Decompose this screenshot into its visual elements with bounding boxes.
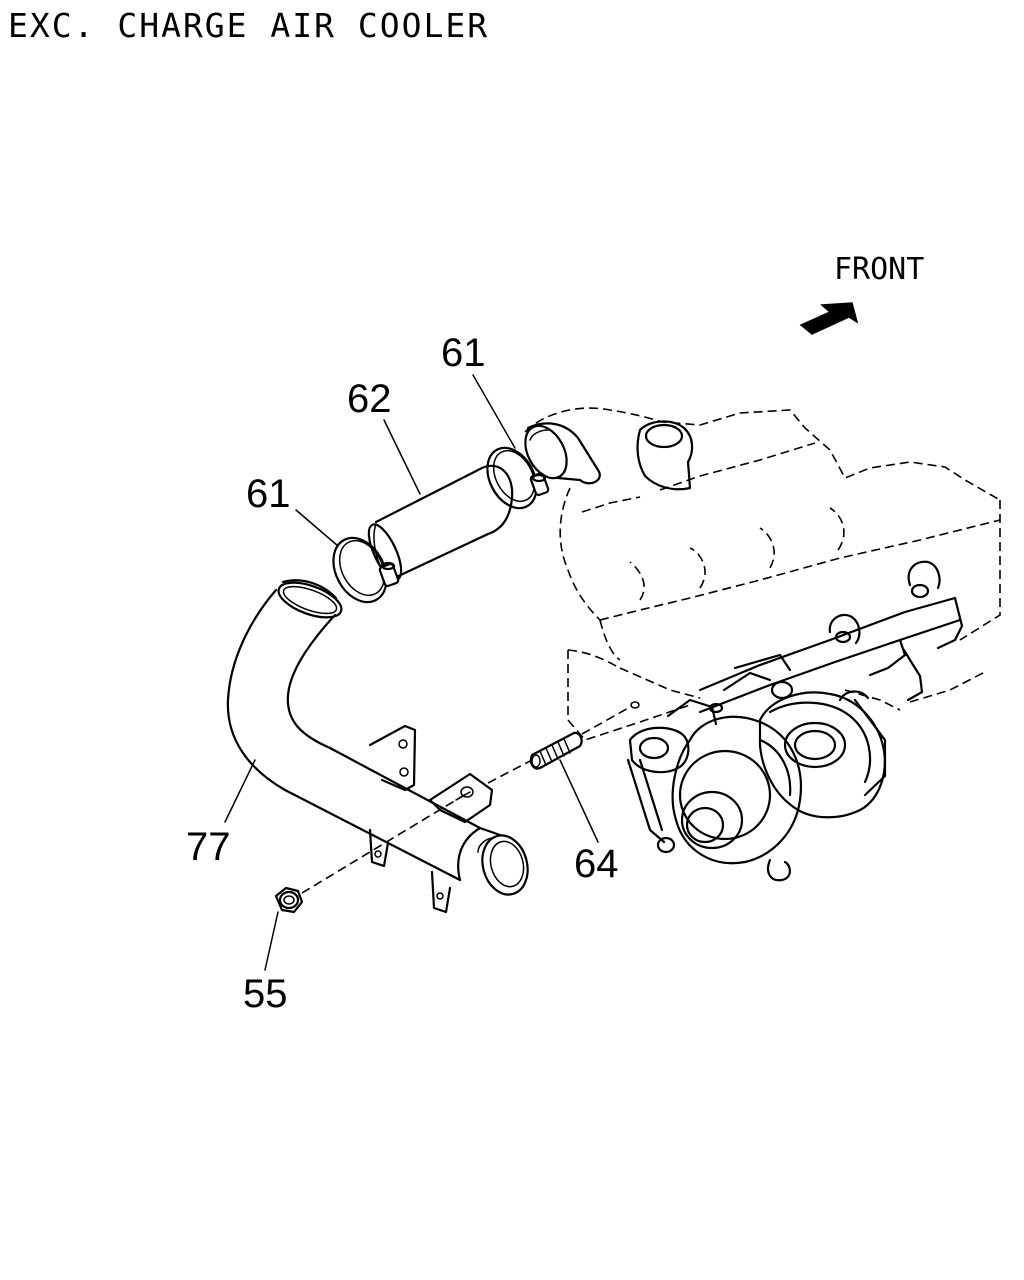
part-77-intake-pipe (226, 579, 529, 914)
leader-lines (224, 374, 599, 971)
front-arrow-icon (799, 302, 859, 335)
callout-77: 77 (186, 825, 231, 869)
callout-61-upper: 61 (441, 331, 486, 375)
part-55-nut (274, 886, 304, 914)
diagram-title: EXC. CHARGE AIR COOLER (8, 6, 489, 45)
callout-55: 55 (243, 972, 288, 1016)
engine-block (524, 407, 1001, 741)
turbocharger (626, 653, 887, 882)
part-61-clamp-lower (332, 536, 400, 604)
part-61-clamp-upper (486, 446, 550, 510)
callout-62: 62 (347, 377, 392, 421)
part-64-stud (529, 731, 583, 770)
callout-64: 64 (574, 842, 619, 886)
assembly-lines (301, 705, 633, 894)
intake-pipe-stub (524, 422, 601, 485)
front-indicator: FRONT (799, 252, 924, 335)
callout-61-lower: 61 (246, 472, 291, 516)
front-label: FRONT (834, 252, 924, 287)
